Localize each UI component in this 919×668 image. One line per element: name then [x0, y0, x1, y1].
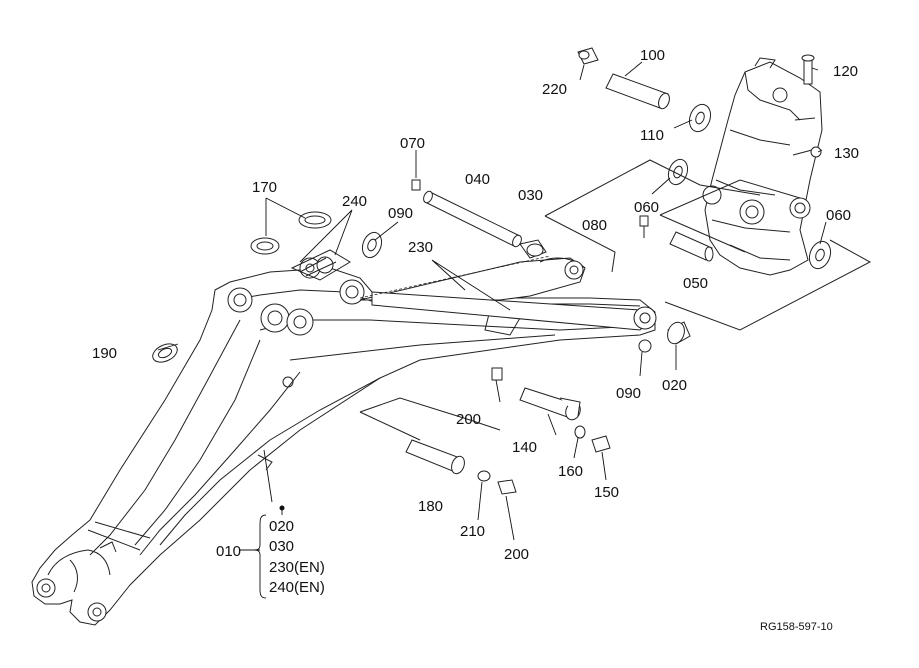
label-160: 160	[558, 463, 583, 480]
boom-cylinder-drawing	[359, 257, 657, 336]
label-070: 070	[400, 135, 425, 152]
label-200-upper: 200	[456, 411, 481, 428]
boom-drawing	[31, 249, 656, 626]
label-050: 050	[683, 275, 708, 292]
pin-140-drawing	[491, 367, 611, 453]
label-110: 110	[640, 127, 664, 144]
label-200-lower: 200	[504, 546, 529, 563]
reference-code: RG158-597-10	[760, 621, 833, 633]
label-030-upper: 030	[518, 187, 543, 204]
label-060-left: 060	[634, 199, 659, 216]
label-190: 190	[92, 345, 117, 362]
label-090-upper: 090	[388, 205, 413, 222]
label-020-list: 020	[269, 518, 294, 535]
seals-drawing	[152, 211, 691, 363]
label-180: 180	[418, 498, 443, 515]
label-240-list: 240(EN)	[269, 579, 325, 596]
pin-180-drawing	[405, 439, 517, 495]
label-030-list: 030	[269, 538, 294, 555]
label-220: 220	[542, 81, 567, 98]
label-080: 080	[582, 217, 607, 234]
washers-drawing	[639, 103, 832, 270]
part-labels: 220 100 120 110 130 070 040 030 060 060 …	[92, 47, 859, 633]
pin-040-drawing	[411, 179, 547, 259]
label-060-right: 060	[826, 207, 851, 224]
label-130: 130	[834, 145, 859, 162]
swing-bracket-drawing	[702, 54, 823, 276]
label-100: 100	[640, 47, 665, 64]
label-040: 040	[465, 171, 490, 188]
label-170: 170	[252, 179, 277, 196]
label-020-right: 020	[662, 377, 687, 394]
label-230-upper: 230	[408, 239, 433, 256]
label-240-upper: 240	[342, 193, 367, 210]
assembly-outlines	[359, 159, 872, 441]
leader-lines	[157, 61, 827, 599]
label-090-lower: 090	[616, 385, 641, 402]
label-010: 010	[216, 543, 241, 560]
label-140: 140	[512, 439, 537, 456]
label-210: 210	[460, 523, 485, 540]
label-150: 150	[594, 484, 619, 501]
pin-100-drawing	[577, 47, 670, 110]
label-120: 120	[833, 63, 858, 80]
label-230-list: 230(EN)	[269, 559, 325, 576]
